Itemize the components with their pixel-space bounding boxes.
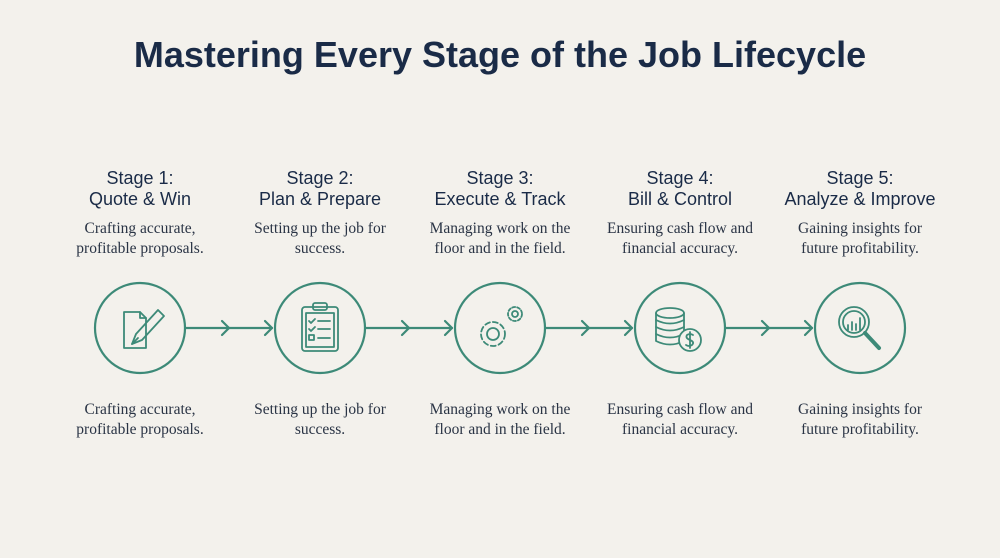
stage-name: Bill & Control	[627, 189, 733, 209]
stage-1-description: Crafting accurate, profitable proposals.	[76, 220, 204, 257]
stage-number: Stage 1:	[106, 168, 174, 188]
stage-4-circle	[633, 281, 727, 375]
stage-number: Stage 5:	[826, 168, 894, 188]
stage-detail-text: Crafting accurate, profitable proposals.	[76, 401, 204, 438]
magnifier-chart-icon	[838, 306, 881, 350]
stage-detail-text: Managing work on the floor and in the fi…	[429, 401, 571, 438]
stage-number: Stage 2:	[286, 168, 354, 188]
stage-5-circle	[813, 281, 907, 375]
stage-name: Analyze & Improve	[784, 189, 936, 209]
stage-3-title: Stage 3: Execute & Track	[400, 168, 600, 210]
arrow-2-3	[363, 319, 454, 337]
page-title: Mastering Every Stage of the Job Lifecyc…	[133, 34, 867, 75]
lifecycle-flow	[93, 281, 907, 375]
stage-4-detail: Ensuring cash flow and financial accurac…	[580, 400, 780, 440]
stage-1-detail: Crafting accurate, profitable proposals.	[40, 400, 240, 440]
stage-detail-text: Ensuring cash flow and financial accurac…	[607, 401, 753, 438]
stage-1-circle	[93, 281, 187, 375]
stage-1-title: Stage 1: Quote & Win	[40, 168, 240, 210]
stage-4-title: Stage 4: Bill & Control	[580, 168, 780, 210]
stage-5-description: Gaining insights for future profitabilit…	[798, 220, 922, 257]
arrow-4-5	[723, 319, 814, 337]
stage-3-detail: Managing work on the floor and in the fi…	[400, 400, 600, 440]
stage-name: Plan & Prepare	[258, 189, 382, 209]
stage-2-circle	[273, 281, 367, 375]
arrow-3-4	[543, 319, 634, 337]
coins-dollar-icon	[655, 307, 702, 352]
arrow-1-2	[183, 319, 274, 337]
stage-2-description: Setting up the job for success.	[254, 220, 386, 257]
stage-number: Stage 3:	[466, 168, 534, 188]
stage-detail-text: Setting up the job for success.	[254, 401, 386, 438]
stage-5-title: Stage 5: Analyze & Improve	[760, 168, 960, 210]
clipboard-checklist-icon	[301, 302, 339, 352]
stage-name: Quote & Win	[88, 189, 192, 209]
gears-icon	[480, 306, 523, 347]
stage-3-description: Managing work on the floor and in the fi…	[429, 220, 571, 257]
stage-2-detail: Setting up the job for success.	[220, 400, 420, 440]
stage-detail-text: Gaining insights for future profitabilit…	[798, 401, 922, 438]
stage-number: Stage 4:	[646, 168, 714, 188]
document-pen-icon	[123, 309, 165, 349]
stage-5-detail: Gaining insights for future profitabilit…	[760, 400, 960, 440]
stage-3-circle	[453, 281, 547, 375]
stage-name: Execute & Track	[434, 189, 566, 209]
stage-2-title: Stage 2: Plan & Prepare	[220, 168, 420, 210]
connector-arrows	[183, 319, 814, 337]
stage-4-description: Ensuring cash flow and financial accurac…	[607, 220, 753, 257]
